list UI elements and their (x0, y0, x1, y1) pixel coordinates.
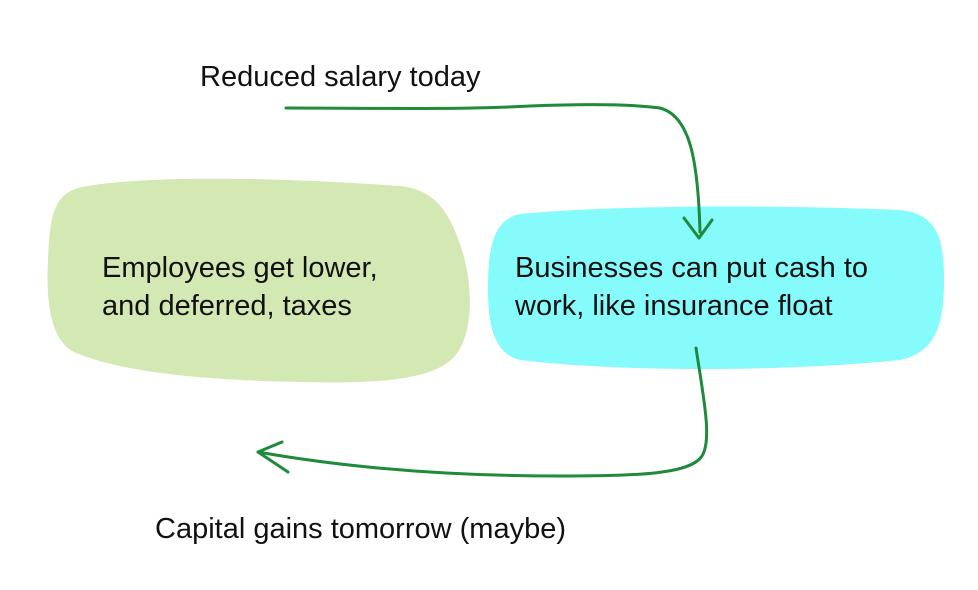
salary-arrow-head (682, 216, 714, 240)
bottom-label: Capital gains tomorrow (maybe) (155, 513, 566, 545)
capital-gains-arrow-head (256, 440, 290, 474)
businesses-box-text: Businesses can put cash to work, like in… (515, 250, 868, 325)
top-label: Reduced salary today (200, 61, 481, 93)
salary-to-business-arrow (284, 103, 702, 234)
businesses-line-2: work, like insurance float (515, 289, 833, 322)
businesses-box (488, 206, 944, 369)
employees-box (47, 178, 470, 383)
employees-line-2: and deferred, taxes (102, 289, 352, 322)
employees-box-text: Employees get lower, and deferred, taxes (102, 250, 378, 325)
business-to-employee-arrow (256, 346, 709, 478)
employees-line-1: Employees get lower, (102, 252, 378, 284)
businesses-line-1: Businesses can put cash to (515, 252, 869, 284)
